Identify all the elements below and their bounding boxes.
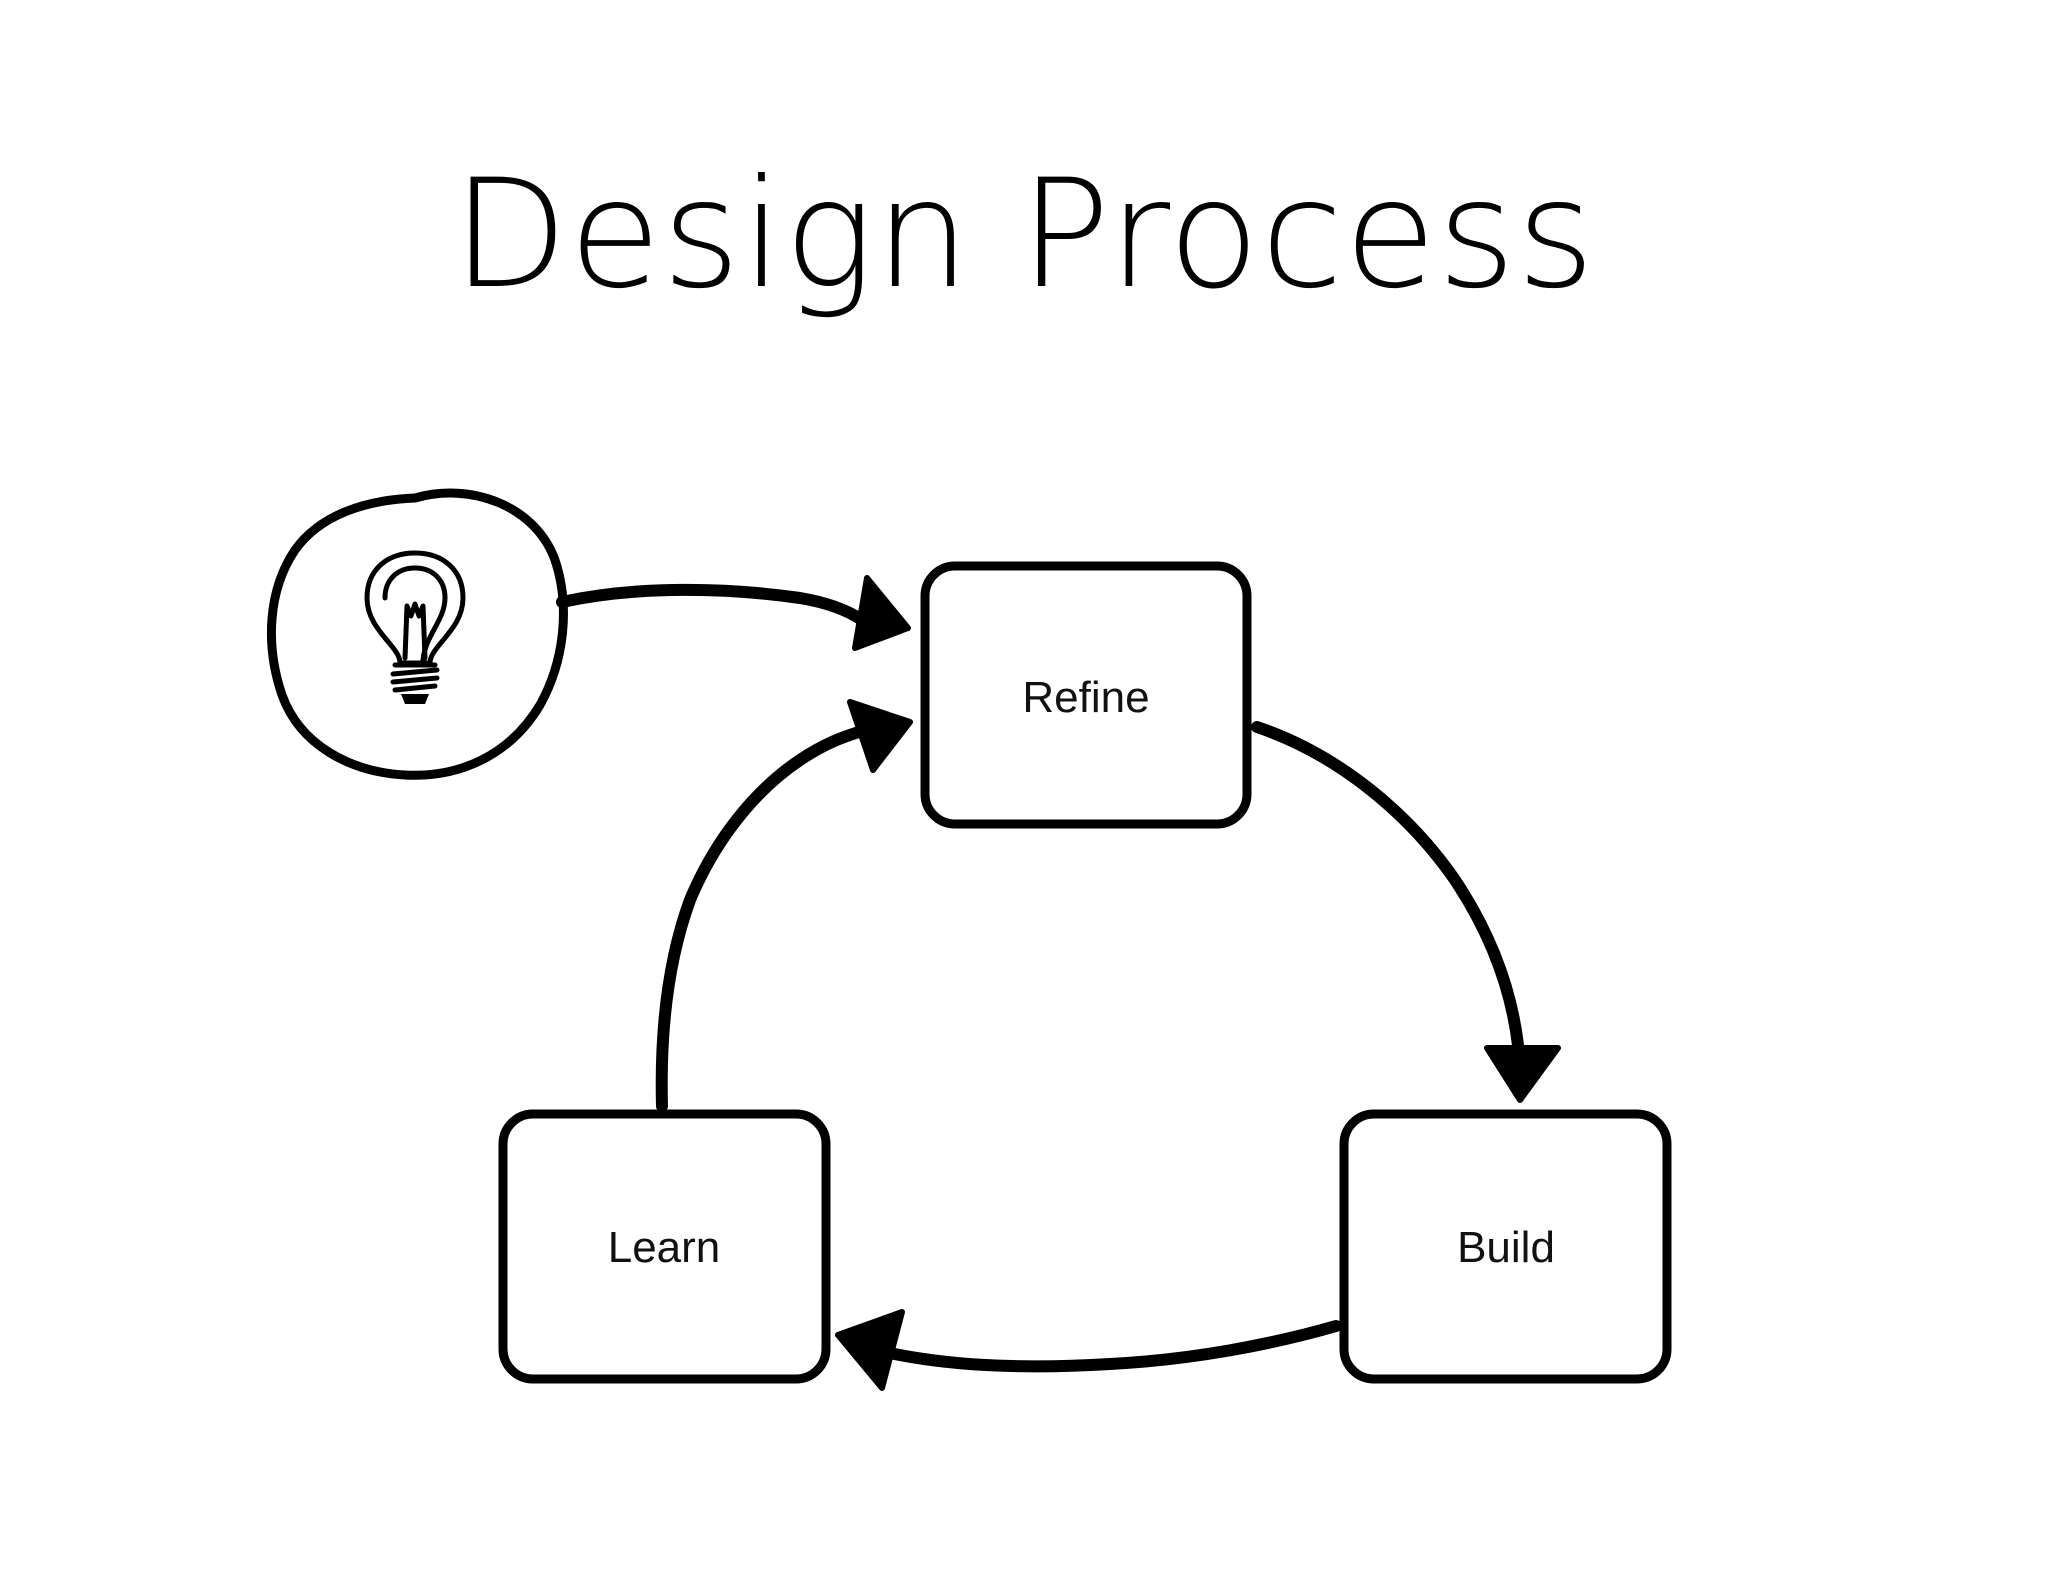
lightbulb-icon <box>364 550 466 704</box>
arrow-idea-to-refine <box>556 575 911 651</box>
arrow-build-to-learn <box>835 1309 1342 1391</box>
diagram-title: Design Process <box>452 148 1596 322</box>
learn-box <box>498 1109 831 1384</box>
arrow-learn-to-refine <box>655 699 913 1112</box>
refine-label: Refine <box>1022 673 1149 722</box>
idea-node <box>266 488 568 780</box>
idea-circle <box>266 488 568 780</box>
learn-node: Learn <box>498 1109 831 1384</box>
refine-box <box>920 561 1252 829</box>
build-box <box>1339 1109 1672 1384</box>
arrow-refine-to-build <box>1251 721 1561 1103</box>
refine-node: Refine <box>920 561 1252 829</box>
build-label: Build <box>1457 1223 1555 1272</box>
build-node: Build <box>1339 1109 1672 1384</box>
learn-label: Learn <box>608 1223 721 1272</box>
